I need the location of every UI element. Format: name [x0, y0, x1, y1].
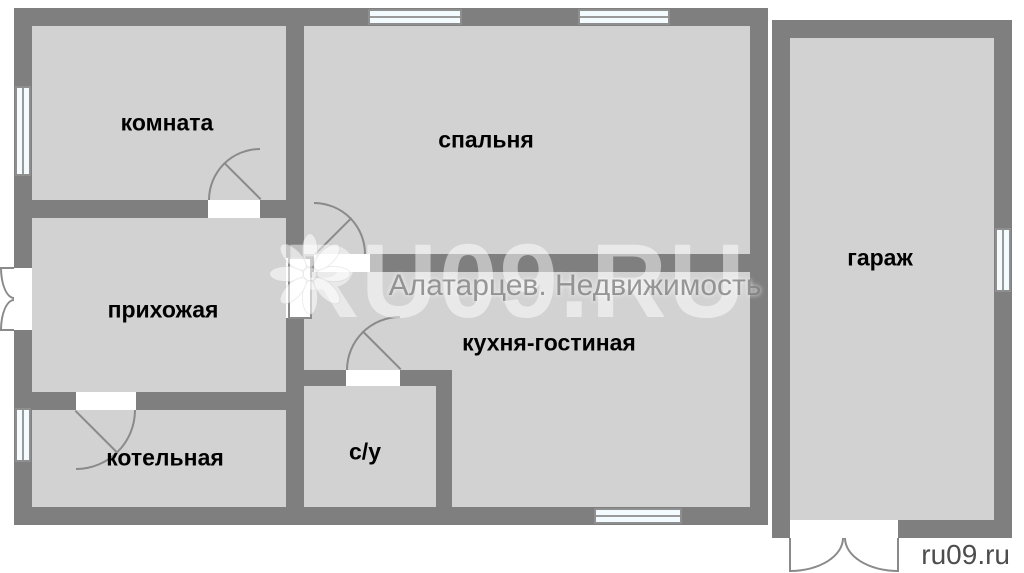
watermark-brand-large: RU09.RU — [283, 223, 747, 340]
window-kuhnya — [594, 508, 682, 524]
house-wall-bottom — [14, 507, 768, 525]
window-garazh — [995, 228, 1011, 292]
room-label-su: с/у — [349, 438, 381, 465]
door-su-opening — [346, 370, 400, 386]
entry-door-arc-bottom — [0, 299, 14, 330]
door-kotelnaya-opening — [76, 392, 136, 410]
window-kotelnaya — [15, 408, 31, 462]
site-credit: ru09.ru — [921, 539, 1010, 570]
garage-wall-top — [772, 20, 1012, 38]
window-komnata — [15, 86, 31, 176]
entry-door-leaf-bottom — [0, 329, 14, 331]
house-wall-right — [750, 8, 768, 525]
garage-wall-left — [772, 20, 790, 538]
room-label-kotelnaya: котельная — [106, 444, 224, 471]
watermark-brand-small: Алатарцев. Недвижимость — [388, 269, 762, 302]
room-label-garazh: гараж — [847, 244, 913, 271]
room-label-kuhnya-gostinaya: кухня-гостиная — [462, 329, 636, 356]
flower-icon — [269, 233, 351, 315]
garage-gate-arc-left — [790, 538, 844, 572]
entry-door-opening — [14, 268, 32, 330]
wall-prihozhaya-kotelnaya — [32, 392, 286, 410]
garage-gate-leaf-left — [789, 538, 791, 572]
garage-interior-fill — [790, 38, 994, 520]
door-komnata-opening — [208, 200, 260, 218]
room-label-spalnya: спальня — [438, 126, 534, 153]
wall-spalnya-kuhnya — [304, 254, 750, 272]
entry-door-arc-top — [0, 268, 14, 299]
garage-gate-leaf-right — [897, 538, 899, 572]
entry-door-leaf-top — [0, 267, 14, 269]
room-label-prihozhaya: прихожая — [107, 296, 219, 323]
room-garazh — [790, 38, 994, 520]
window-spalnya-2 — [578, 9, 670, 25]
room-label-komnata: комната — [120, 109, 214, 136]
wall-su-right — [436, 386, 452, 507]
garage-gate-opening — [790, 520, 898, 538]
garage-gate-arc-right — [844, 538, 898, 572]
window-spalnya-1 — [368, 9, 462, 25]
